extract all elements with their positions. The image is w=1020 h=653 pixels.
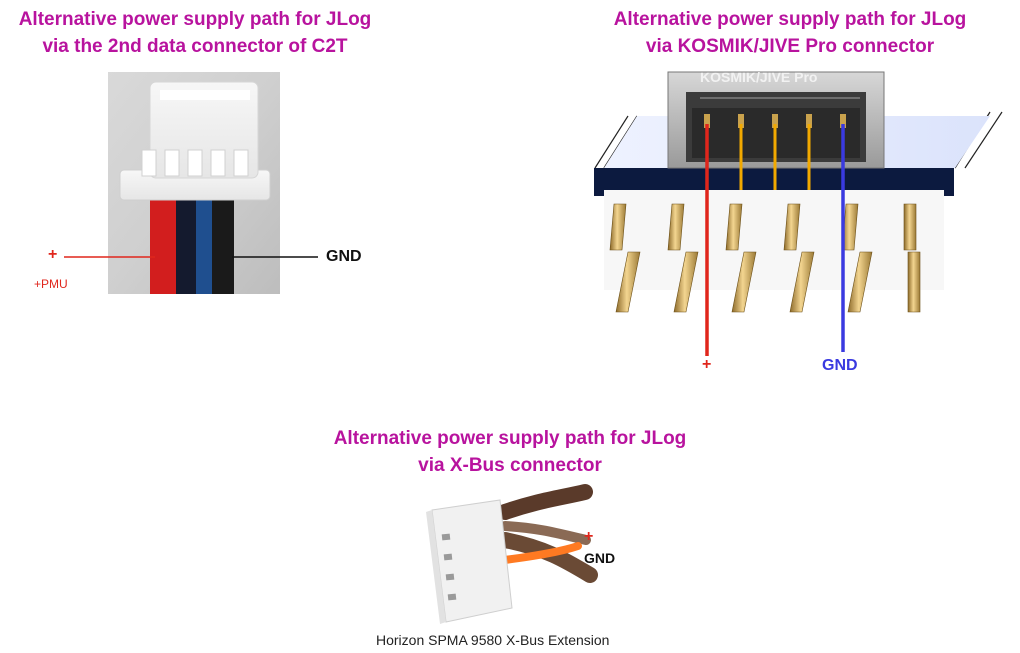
kosmik-connector-label: KOSMIK/JIVE Pro — [700, 69, 818, 85]
c2t-pmu-label: +PMU — [34, 277, 68, 291]
xbus-caption: Horizon SPMA 9580 X-Bus Extension — [376, 632, 610, 648]
c2t-title: Alternative power supply path for JLog v… — [0, 6, 390, 60]
kosmik-title-line2: via KOSMIK/JIVE Pro connector — [645, 36, 935, 57]
xbus-title: Alternative power supply path for JLog v… — [290, 425, 730, 479]
c2t-title-line1: Alternative power supply path for JLog — [18, 9, 372, 30]
c2t-title-line2: via the 2nd data connector of C2T — [42, 36, 348, 57]
xbus-title-line1: Alternative power supply path for JLog — [333, 428, 687, 449]
c2t-plus-label: + — [48, 246, 58, 263]
header-pins — [609, 203, 921, 313]
c2t-gnd-label: GND — [326, 248, 362, 265]
xbus-title-line2: via X-Bus connector — [418, 455, 602, 476]
kosmik-plus-label: + — [702, 356, 712, 373]
xbus-gnd-label: GND — [584, 550, 616, 566]
kosmik-gnd-label: GND — [822, 357, 858, 374]
kosmik-title-line1: Alternative power supply path for JLog — [613, 9, 967, 30]
xbus-plus-label: + — [584, 528, 594, 545]
kosmik-title: Alternative power supply path for JLog v… — [580, 6, 1000, 60]
